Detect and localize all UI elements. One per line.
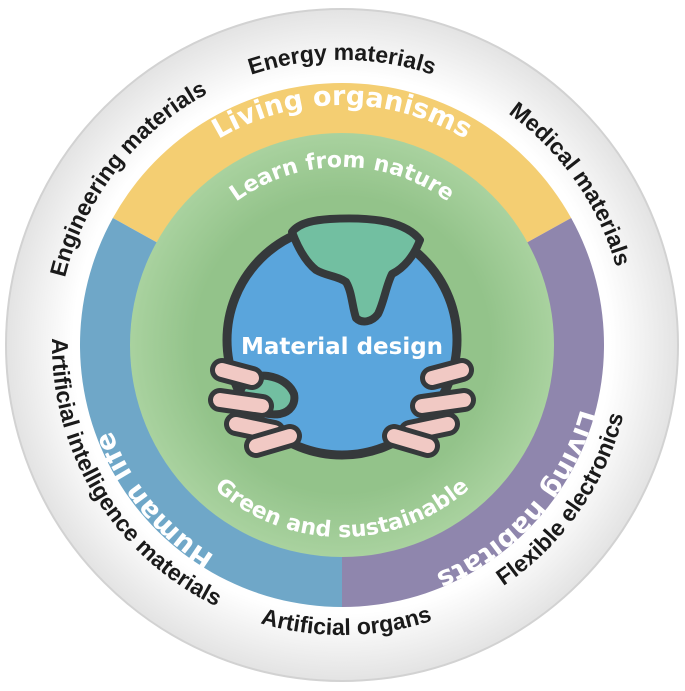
finger xyxy=(215,363,259,385)
continent-top xyxy=(288,214,424,326)
finger xyxy=(249,429,297,453)
finger xyxy=(387,429,435,453)
right-hand-icon xyxy=(382,358,476,458)
globe-in-hands-icon xyxy=(208,214,476,460)
finger xyxy=(213,393,269,413)
center-label-material-design: Material design xyxy=(241,334,443,360)
finger xyxy=(425,363,469,385)
left-hand-icon xyxy=(208,358,302,458)
finger xyxy=(415,393,471,413)
segment-living-organisms xyxy=(112,82,572,250)
